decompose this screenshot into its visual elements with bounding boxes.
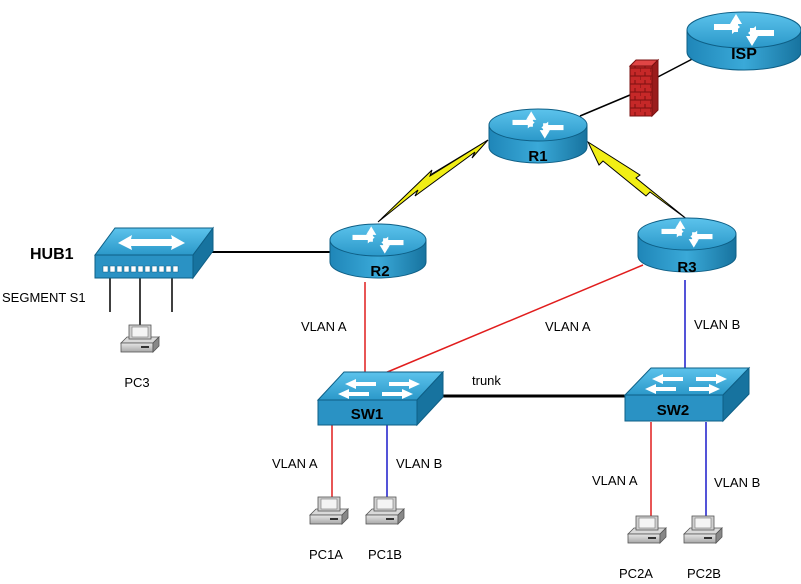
link-firewall-r1 [579,94,631,117]
router-isp[interactable]: ISP [686,11,801,71]
router-arrows-icon [352,226,404,254]
pc-icon [309,496,349,525]
switch-sw2[interactable]: SW2 [623,366,751,423]
serial-link-r1-r2 [377,139,489,223]
vlan-label-sw1-pc1a: VLAN A [272,456,318,471]
link-labels: VLAN A VLAN A VLAN B trunk VLAN A VLAN B… [272,317,760,490]
vlan-label-sw2-pc2b: VLAN B [714,475,760,490]
vlan-label-sw1-pc1b: VLAN B [396,456,442,471]
pc-icon [627,515,667,544]
hub-ports [102,265,179,273]
pc1a[interactable]: PC1A [309,496,349,562]
vlan-label-sw2-pc2a: VLAN A [592,473,638,488]
pc3-label: PC3 [124,375,149,390]
hub1-label: HUB1 [30,246,74,263]
r3-label: R3 [677,259,696,276]
hub1[interactable]: HUB1 SEGMENT S1 [2,226,214,305]
router-r2[interactable]: R2 [329,223,427,280]
pc2a[interactable]: PC2A [619,515,667,581]
router-r3[interactable]: R3 [637,217,737,276]
pc-icon [683,515,723,544]
serial-link-r1-r3 [586,140,689,221]
link-r3-sw1 [384,264,644,374]
sw2-label: SW2 [657,402,690,419]
pc2b-label: PC2B [687,566,721,581]
isp-label: ISP [731,46,757,63]
links [109,54,707,518]
switch-arrows-icon [645,374,727,394]
firewall-icon[interactable] [628,58,660,118]
segment-label: SEGMENT S1 [2,290,86,305]
sw1-label: SW1 [351,406,384,423]
pc2a-label: PC2A [619,566,653,581]
pc3[interactable]: PC3 [120,324,160,390]
router-arrows-icon [512,111,564,139]
trunk-label: trunk [472,373,501,388]
switch-arrows-icon [338,379,420,399]
pc-icon [120,324,160,353]
vlan-label-r3-sw2: VLAN B [694,317,740,332]
vlan-label-r3-sw1: VLAN A [545,319,591,334]
hub-arrow-icon [118,235,185,250]
vlan-label-r2-sw1: VLAN A [301,319,347,334]
router-arrows-icon [714,14,774,46]
pc-icon [365,496,405,525]
r2-label: R2 [370,263,389,280]
pc1a-label: PC1A [309,547,343,562]
router-arrows-icon [661,220,713,248]
pc1b[interactable]: PC1B [365,496,405,562]
pc1b-label: PC1B [368,547,402,562]
router-r1[interactable]: R1 [488,108,588,165]
switch-sw1[interactable]: SW1 [316,370,445,427]
r1-label: R1 [528,148,547,165]
pc2b[interactable]: PC2B [683,515,723,581]
